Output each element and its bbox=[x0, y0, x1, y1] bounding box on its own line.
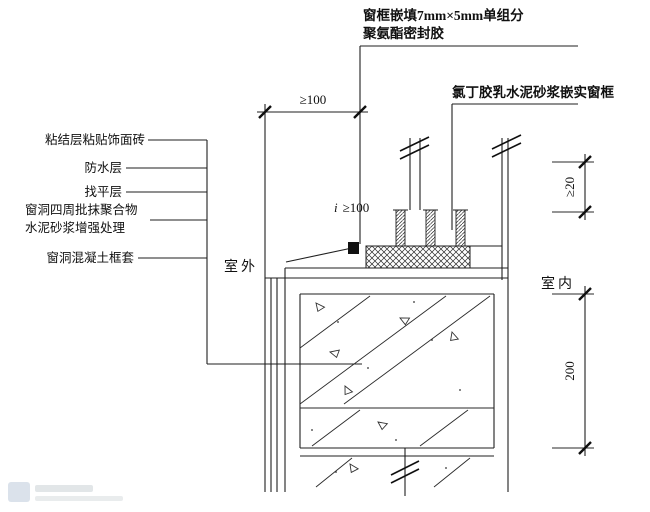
callout-sealant-line1: 窗框嵌填7mm×5mm单组分 bbox=[363, 7, 524, 23]
frame-anchor-strip bbox=[425, 209, 436, 247]
label-outdoor: 室外 bbox=[224, 258, 258, 275]
dim-tick bbox=[578, 205, 592, 219]
watermark-bar bbox=[35, 496, 123, 501]
dim-height-value: 200 bbox=[562, 361, 577, 381]
dim-right-height: 200 bbox=[552, 286, 594, 456]
dim-tick bbox=[578, 441, 592, 455]
dim-height-extensions bbox=[552, 293, 594, 449]
dim-embed-value: ≥20 bbox=[562, 177, 577, 197]
dim-embed-extensions bbox=[552, 161, 594, 213]
mortar-bed-hatch bbox=[365, 245, 471, 269]
callout-mortar: 氯丁胶乳水泥砂浆嵌实窗框 bbox=[451, 84, 614, 230]
aggregate-triangle-icon bbox=[344, 385, 354, 396]
left-labels: 粘结层粘贴饰面砖 防水层 找平层 窗洞四周批抹聚合物 水泥砂浆增强处理 窗洞混凝… bbox=[25, 132, 362, 365]
frame-anchor-strip bbox=[455, 209, 466, 247]
dim-tick bbox=[258, 105, 272, 119]
finish-layer-lines bbox=[264, 278, 278, 492]
dim-top-width: ≥100 bbox=[257, 92, 368, 278]
label-leveling-layer: 找平层 bbox=[84, 185, 122, 199]
sealant-block bbox=[348, 242, 359, 254]
aggregate-triangle-icon bbox=[315, 302, 326, 313]
aggregate-dot bbox=[431, 339, 433, 341]
concrete-aggregate-symbols bbox=[311, 301, 461, 474]
break-mark-bottom-icon bbox=[390, 460, 420, 484]
aggregate-dot bbox=[311, 429, 313, 431]
callout-mortar-text: 氯丁胶乳水泥砂浆嵌实窗框 bbox=[452, 84, 614, 100]
dim-tick bbox=[353, 105, 367, 119]
label-tile-layer: 粘结层粘贴饰面砖 bbox=[45, 132, 145, 147]
aggregate-dot bbox=[459, 389, 461, 391]
aggregate-dot bbox=[445, 467, 447, 469]
aggregate-triangle-icon bbox=[377, 421, 389, 431]
aggregate-triangle-icon bbox=[399, 317, 411, 326]
aggregate-dot bbox=[367, 367, 369, 369]
frame-anchor-strip bbox=[395, 209, 406, 247]
dim-tick bbox=[578, 155, 592, 169]
callout-sealant-line2: 聚氨酯密封胶 bbox=[362, 25, 444, 41]
watermark-logo-icon bbox=[8, 482, 30, 502]
wall-lower-section bbox=[264, 268, 495, 496]
dim-tick bbox=[578, 287, 592, 301]
frame-section-lines bbox=[409, 138, 421, 210]
label-concrete-frame: 窗洞混凝土框套 bbox=[46, 250, 134, 265]
window-frame bbox=[393, 136, 468, 247]
aggregate-dot bbox=[337, 321, 339, 323]
dim-right-embed: ≥20 bbox=[552, 154, 594, 220]
aggregate-dot bbox=[395, 439, 397, 441]
slope-value: ≥100 bbox=[343, 200, 370, 215]
region-labels: 室外 室内 bbox=[224, 258, 575, 292]
slope-symbol: i bbox=[334, 200, 338, 215]
label-indoor: 室内 bbox=[541, 275, 575, 292]
break-mark-wall-icon bbox=[491, 134, 522, 158]
label-polymer-mortar-line1: 窗洞四周批抹聚合物 bbox=[25, 202, 138, 217]
label-waterproof-layer: 防水层 bbox=[84, 160, 122, 175]
aggregate-triangle-icon bbox=[450, 330, 460, 341]
watermark bbox=[8, 482, 123, 502]
wall-right-faces bbox=[491, 134, 522, 492]
concrete-frame-outline bbox=[299, 293, 495, 449]
aggregate-dot bbox=[335, 471, 337, 473]
slope-label: i ≥100 bbox=[334, 200, 369, 215]
label-leader-lines bbox=[126, 139, 207, 259]
concrete-section-diagonals bbox=[299, 295, 491, 488]
break-mark-frame-icon bbox=[399, 136, 430, 160]
callout-sealant: 窗框嵌填7mm×5mm单组分 聚氨酯密封胶 bbox=[359, 7, 578, 244]
dim-top-width-value: ≥100 bbox=[300, 92, 327, 107]
aggregate-dot bbox=[413, 301, 415, 303]
aggregate-triangle-icon bbox=[349, 463, 360, 474]
label-polymer-mortar-line2: 水泥砂浆增强处理 bbox=[25, 220, 126, 235]
aggregate-triangle-icon bbox=[328, 349, 340, 359]
watermark-bar bbox=[35, 485, 93, 492]
sill-slope-line bbox=[285, 247, 353, 263]
sill-mortar-bed: i ≥100 bbox=[265, 200, 508, 279]
